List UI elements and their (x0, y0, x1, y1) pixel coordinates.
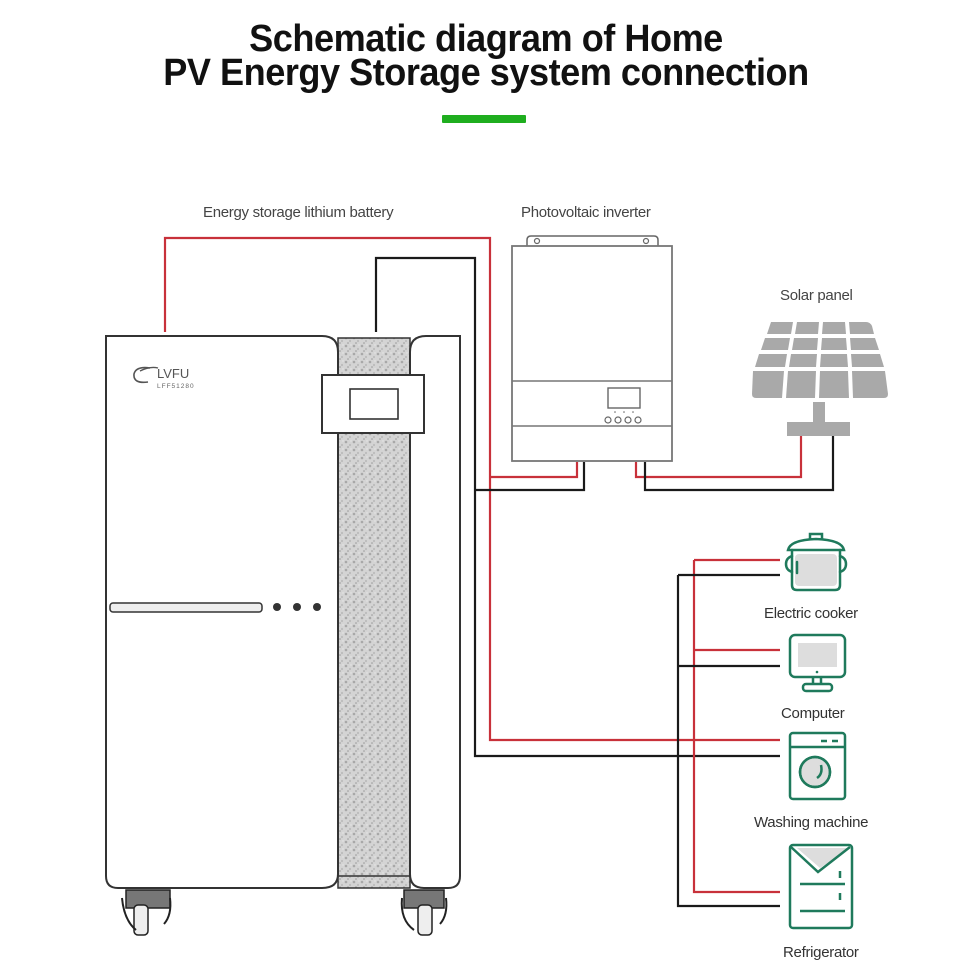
wire-positive-battery-top (163, 236, 780, 742)
lvfu-logo-icon: LVFU LFF51280 (133, 366, 195, 390)
bus-negative (676, 575, 780, 908)
appliance-bus-wires (676, 558, 780, 908)
photovoltaic-inverter (511, 235, 673, 462)
bus-positive (692, 560, 780, 894)
wire-negative-inverter-out (475, 462, 586, 492)
wire-negative-battery-top (374, 256, 780, 758)
svg-text:LVFU: LVFU (157, 366, 189, 381)
title-line-2: PV Energy Storage system connection (163, 52, 809, 94)
title-line-1: Schematic diagram of Home (249, 18, 723, 60)
solar-panel-icon (752, 322, 888, 436)
appliance-label-electric-cooker: Electric cooker (764, 605, 858, 622)
battery-cabinet: LVFU LFF51280 (105, 335, 461, 936)
battery-handle (109, 602, 263, 613)
battery-button-1 (273, 603, 281, 611)
appliance-label-refrigerator: Refrigerator (783, 944, 859, 961)
wire-negative-solar (643, 436, 835, 492)
svg-text:LFF51280: LFF51280 (157, 383, 195, 390)
wire-positive-inverter-out (490, 462, 579, 479)
inverter-solar-wires (634, 436, 835, 492)
battery-inverter-wires (163, 236, 780, 758)
solar-panel-label: Solar panel (780, 287, 853, 304)
washing-machine-icon (788, 731, 847, 801)
title-accent-bar (442, 115, 526, 123)
wire-positive-solar (634, 436, 803, 479)
inverter-display (607, 387, 641, 409)
battery-display-screen (349, 388, 399, 420)
inverter-button-2 (614, 416, 622, 424)
appliance-label-washing-machine: Washing machine (754, 814, 869, 831)
battery-wheel-right (400, 889, 448, 936)
inverter-button-4 (634, 416, 642, 424)
inverter-button-3 (624, 416, 632, 424)
inverter-button-1 (604, 416, 612, 424)
appliance-label-computer: Computer (781, 705, 845, 722)
refrigerator-icon (788, 843, 854, 930)
battery-button-3 (313, 603, 321, 611)
monitor-icon (788, 633, 847, 693)
rice-cooker-icon (784, 532, 848, 592)
battery-wheel-left (121, 889, 172, 936)
battery-label: Energy storage lithium battery (203, 204, 394, 221)
battery-button-2 (293, 603, 301, 611)
inverter-label: Photovoltaic inverter (521, 204, 651, 221)
